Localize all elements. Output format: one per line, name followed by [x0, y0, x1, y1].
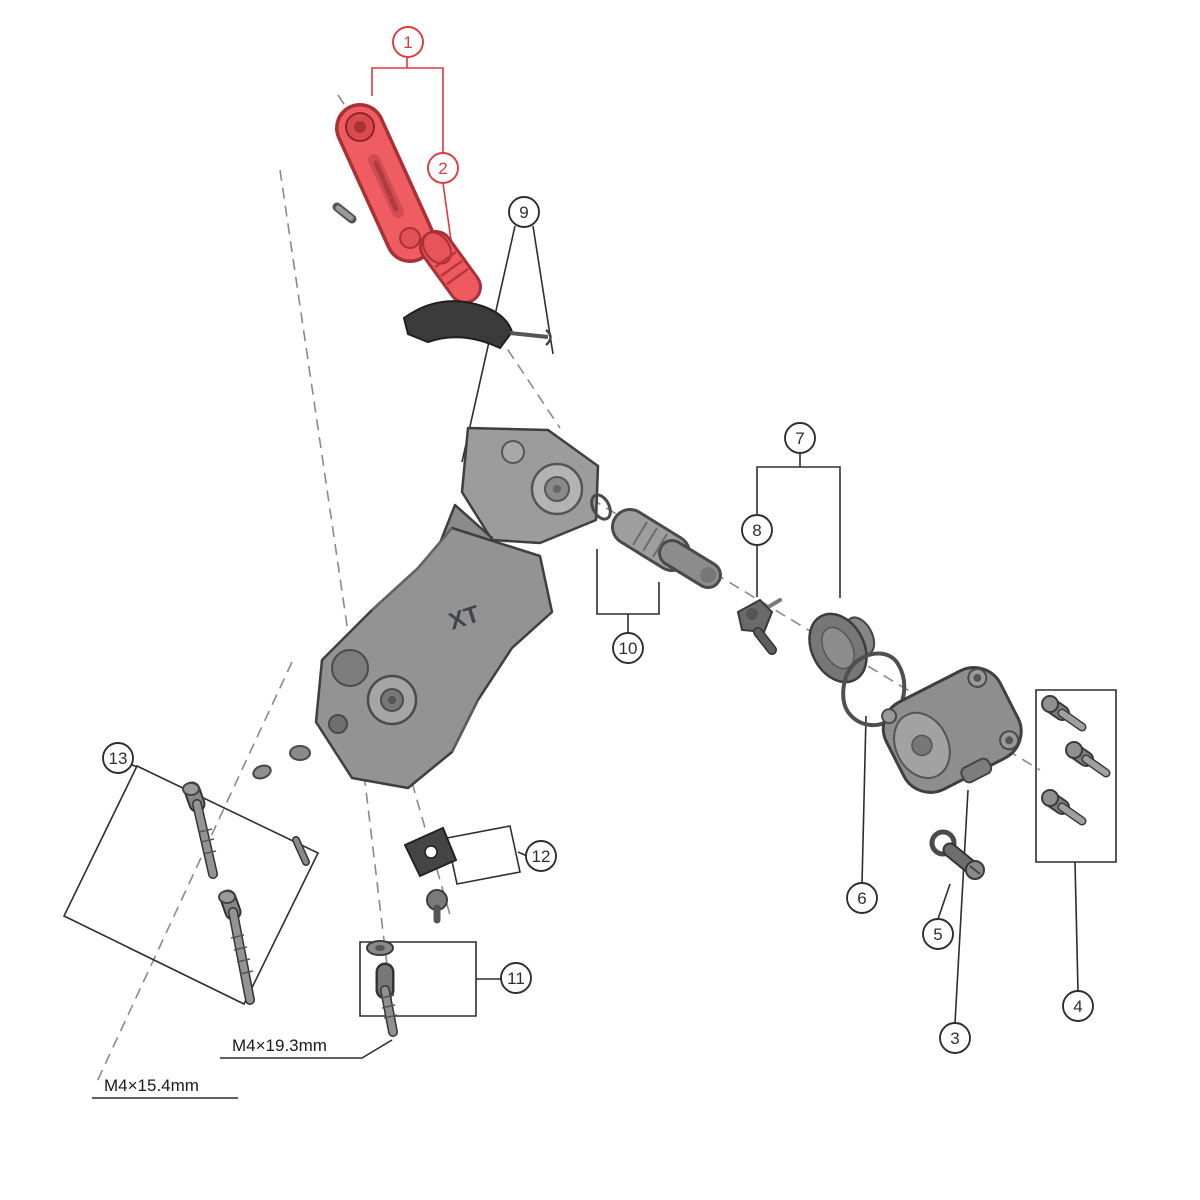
svg-text:10: 10 — [619, 639, 638, 658]
callout-9: 9 — [508, 196, 540, 228]
callout-5: 5 — [922, 918, 954, 950]
svg-text:11: 11 — [507, 969, 525, 988]
callout-leader-lines — [62, 57, 1117, 1099]
part-small-screw — [332, 202, 357, 224]
screw-2 — [1065, 741, 1111, 778]
callout-4: 4 — [1062, 990, 1094, 1022]
svg-text:5: 5 — [933, 925, 942, 944]
part-bushing-unit — [611, 508, 722, 589]
callout-8: 8 — [741, 514, 773, 546]
part-stopper-plate — [403, 826, 458, 924]
part-bolt-19mm — [366, 940, 398, 1037]
part-bolts-15mm — [182, 764, 310, 1005]
part-cover-piece — [808, 612, 876, 684]
svg-text:6: 6 — [857, 889, 866, 908]
callout-3: 3 — [939, 1022, 971, 1054]
callout-12: 12 — [525, 840, 557, 872]
callout-2: 2 — [427, 152, 459, 184]
svg-text:12: 12 — [532, 847, 551, 866]
svg-text:2: 2 — [438, 159, 447, 178]
svg-text:1: 1 — [403, 33, 412, 52]
svg-text:4: 4 — [1073, 997, 1082, 1016]
part-cover-screws — [1041, 695, 1111, 826]
svg-text:8: 8 — [752, 521, 761, 540]
svg-text:13: 13 — [109, 749, 128, 768]
part-cable-guide — [402, 300, 552, 350]
svg-text:3: 3 — [950, 1029, 959, 1048]
part-o-ring — [590, 493, 612, 521]
screw-3 — [1041, 789, 1087, 826]
part-bracket-axle-unit-highlighted — [332, 103, 435, 263]
dimension-label-m4x19: M4×19.3mm — [232, 1036, 327, 1055]
dimension-label-m4x15: M4×15.4mm — [104, 1076, 199, 1095]
part-small-assembly — [736, 598, 782, 655]
callout-10: 10 — [612, 632, 644, 664]
callout-7: 7 — [784, 422, 816, 454]
callout-6: 6 — [846, 882, 878, 914]
bolt-13a — [182, 781, 218, 879]
bolt-13b — [218, 889, 255, 1005]
callout-13: 13 — [102, 742, 134, 774]
part-motor-cover-unit — [881, 666, 1023, 794]
part-adjust-bolt-highlighted — [419, 230, 482, 304]
callout-1: 1 — [392, 26, 424, 58]
callout-11: 11 — [500, 962, 532, 994]
screw-1 — [1041, 695, 1087, 732]
part-derailleur-body: XT — [289, 426, 600, 790]
part-cable-anchor — [929, 829, 985, 880]
svg-text:9: 9 — [519, 203, 528, 222]
svg-text:7: 7 — [795, 429, 804, 448]
